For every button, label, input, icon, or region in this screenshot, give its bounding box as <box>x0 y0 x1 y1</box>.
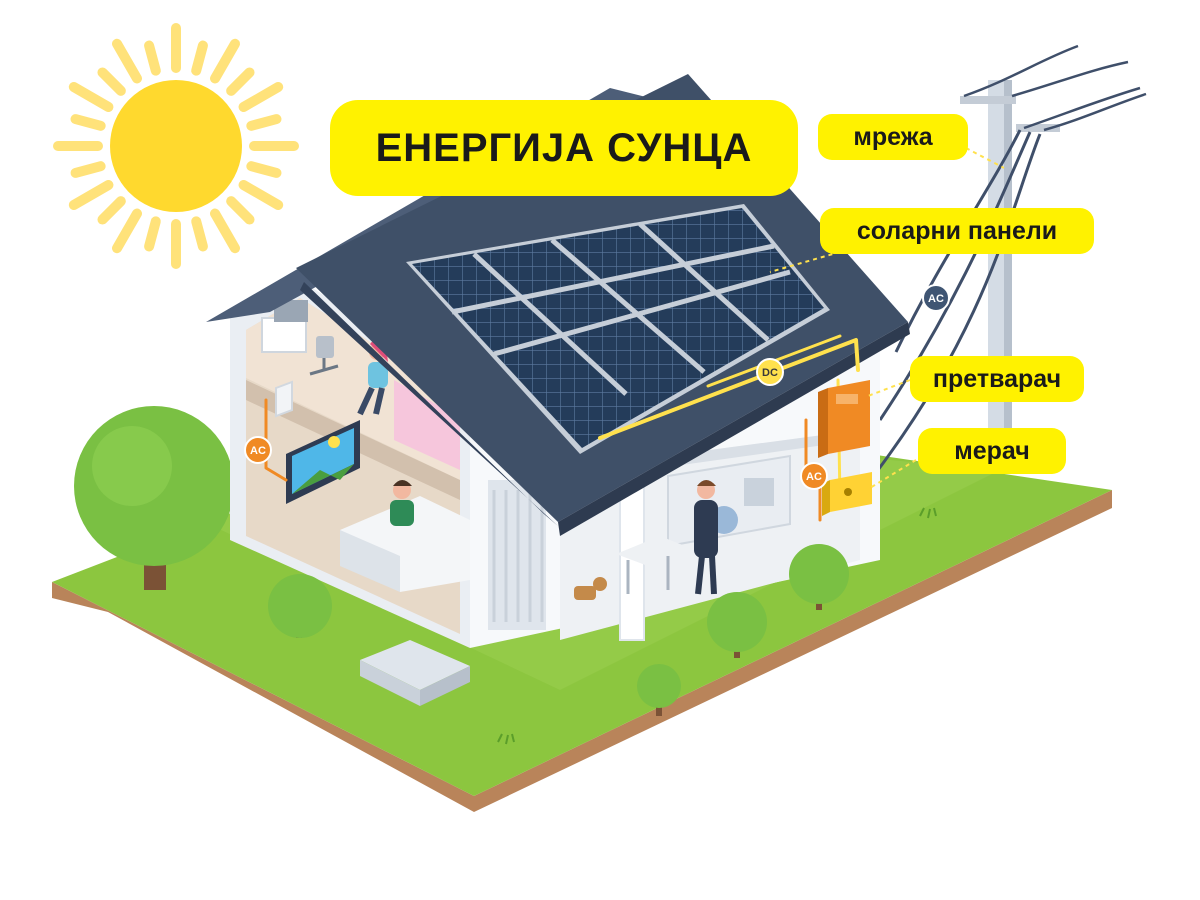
kitchen <box>574 454 791 600</box>
sun-ray <box>112 38 142 84</box>
svg-text:AC: AC <box>928 293 944 305</box>
sun-ray <box>226 196 255 225</box>
person-kitchen <box>694 480 718 595</box>
sun-ray <box>97 67 126 96</box>
label-grid: мрежа <box>818 114 968 160</box>
svg-text:AC: AC <box>250 445 266 457</box>
ac-grid-tag: AC <box>922 284 950 312</box>
sun-ray <box>70 114 106 131</box>
grass-tufts <box>497 507 937 745</box>
sun-ray <box>210 208 240 254</box>
office-chair <box>309 336 339 376</box>
label-solar-panels: соларни панели <box>820 208 1094 254</box>
sun-ray <box>238 180 284 210</box>
svg-text:AC: AC <box>806 471 822 483</box>
sun-ray <box>68 82 114 112</box>
solar-panel-array <box>406 204 830 454</box>
sun-ray <box>68 180 114 210</box>
sun-ray <box>210 38 240 84</box>
svg-text:DC: DC <box>762 367 778 379</box>
sofa <box>340 496 470 592</box>
sun-ray <box>144 216 161 252</box>
person-upstairs <box>357 339 388 416</box>
upstairs-office <box>261 300 460 470</box>
diagram-title: ЕНЕРГИЈА СУНЦА <box>330 100 798 196</box>
label-meter: мерач <box>918 428 1066 474</box>
sun-ray <box>246 114 282 131</box>
dog <box>574 577 607 600</box>
sun-ray <box>112 208 142 254</box>
utility-pole <box>876 44 1147 471</box>
ac-tv-tag: AC <box>244 436 272 464</box>
label-inverter: претварач <box>910 356 1084 402</box>
meter-device <box>822 472 872 516</box>
bushes <box>268 544 849 716</box>
sun-ray <box>144 40 161 76</box>
sun-ray <box>70 161 106 178</box>
sun-ray <box>226 67 255 96</box>
sun-ray <box>191 40 208 76</box>
kitchen-table <box>616 536 690 594</box>
inverter-device <box>818 380 870 458</box>
tv-icon <box>286 420 360 504</box>
sun-ray <box>238 82 284 112</box>
tree-left <box>74 406 234 590</box>
living-room <box>275 380 470 592</box>
person-sofa <box>390 480 414 526</box>
sun-ray <box>246 161 282 178</box>
sun-ray <box>191 216 208 252</box>
leader-lines <box>769 147 1005 489</box>
sun-ray <box>97 196 126 225</box>
ac-meter-tag: AC <box>800 462 828 490</box>
dc-panels-tag: DC <box>756 358 784 386</box>
front-steps <box>360 640 470 706</box>
sun-icon <box>53 23 299 269</box>
